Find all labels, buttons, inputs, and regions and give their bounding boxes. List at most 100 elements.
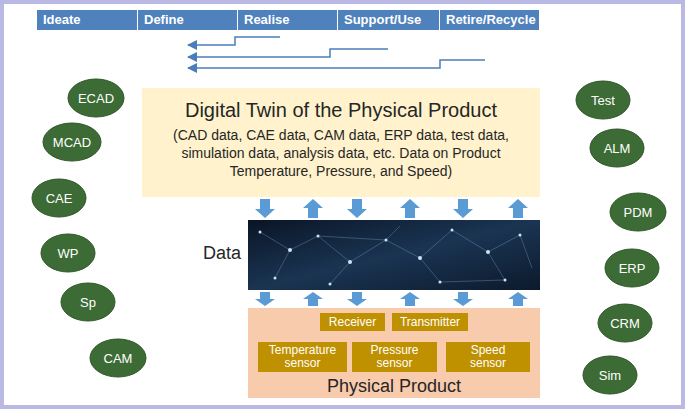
feedback-arrow bbox=[188, 60, 485, 68]
ellipse-shape bbox=[43, 123, 101, 161]
network-illustration bbox=[248, 220, 540, 290]
network-link bbox=[520, 235, 532, 268]
ellipse-shape bbox=[576, 81, 630, 119]
network-link bbox=[420, 230, 452, 258]
network-background bbox=[248, 220, 540, 290]
block-arrow bbox=[303, 199, 323, 218]
block-arrow bbox=[303, 292, 323, 306]
network-link bbox=[420, 258, 440, 282]
block-arrow bbox=[400, 199, 420, 218]
network-dot bbox=[329, 283, 332, 286]
network-dot bbox=[519, 234, 522, 237]
ellipse-shape bbox=[583, 356, 637, 394]
ellipse-shape bbox=[610, 193, 666, 231]
tool-ellipse: CRM bbox=[597, 303, 653, 343]
tool-ellipse: Test bbox=[575, 80, 631, 120]
network-link bbox=[386, 226, 400, 240]
component-box: Pressure sensor bbox=[352, 342, 437, 372]
node-label: CAM bbox=[104, 351, 133, 366]
node-label: Sp bbox=[80, 295, 96, 310]
block-arrow bbox=[508, 292, 528, 306]
network-link bbox=[440, 280, 505, 282]
tool-ellipse: Sp bbox=[60, 282, 116, 322]
node-label: Physical Product bbox=[248, 376, 540, 396]
physical-product-box: Physical Product Receiver TransmitterTempe… bbox=[248, 308, 540, 398]
network-dot bbox=[317, 235, 320, 238]
ellipse-shape bbox=[68, 79, 124, 117]
network-link bbox=[488, 252, 505, 280]
network-link bbox=[452, 230, 488, 252]
tool-ellipse: WP bbox=[40, 233, 96, 273]
node-body: (CAD data, CAE data, CAM data, ERP data,… bbox=[158, 126, 524, 180]
network-link bbox=[330, 262, 350, 284]
phase-box: Realise bbox=[238, 10, 338, 30]
network-link bbox=[318, 236, 386, 240]
block-arrow bbox=[400, 292, 420, 306]
node-label: Retire/Recycle bbox=[446, 12, 533, 28]
network-link bbox=[260, 232, 290, 250]
network-dot bbox=[274, 277, 277, 280]
block-arrow bbox=[255, 199, 275, 218]
ellipse-shape bbox=[41, 234, 95, 272]
network-dot bbox=[348, 260, 352, 264]
network-link bbox=[488, 235, 520, 252]
ellipse-shape bbox=[598, 304, 652, 342]
tool-ellipse: MCAD bbox=[42, 122, 102, 162]
phase-box: Ideate bbox=[37, 10, 138, 30]
block-arrow bbox=[255, 292, 275, 306]
network-dot bbox=[486, 250, 490, 254]
node-label: WP bbox=[58, 246, 79, 261]
feedback-arrow bbox=[188, 37, 280, 45]
phase-box: Retire/Recycle bbox=[440, 10, 540, 30]
component-box: Speed sensor bbox=[446, 342, 530, 372]
node-label: Define bbox=[144, 12, 231, 28]
network-dot bbox=[504, 279, 507, 282]
ellipse-shape bbox=[90, 339, 146, 377]
node-label: Data bbox=[203, 243, 241, 264]
node-label: Temperature sensor bbox=[266, 344, 339, 370]
network-link bbox=[275, 250, 290, 278]
network-link bbox=[290, 236, 318, 250]
node-label: Receiver bbox=[329, 316, 376, 329]
network-link bbox=[318, 236, 350, 262]
tool-ellipse: PDM bbox=[609, 192, 667, 232]
tool-ellipse: CAE bbox=[31, 178, 87, 218]
network-dot bbox=[259, 231, 262, 234]
node-label: ERP bbox=[619, 261, 646, 276]
node-label: Realise bbox=[244, 12, 331, 28]
ellipse-shape bbox=[590, 129, 644, 167]
data-band: Data bbox=[248, 220, 540, 290]
network-dot bbox=[439, 281, 442, 284]
node-label: Transmitter bbox=[400, 316, 460, 329]
node-label: ALM bbox=[604, 141, 631, 156]
node-label: MCAD bbox=[53, 135, 91, 150]
feedback-arrow bbox=[188, 49, 388, 57]
block-arrow bbox=[347, 292, 367, 306]
phase-box: Support/Use bbox=[338, 10, 440, 30]
node-label: Ideate bbox=[43, 12, 131, 28]
block-arrow bbox=[453, 292, 473, 306]
node-label: PDM bbox=[624, 205, 653, 220]
node-label: Digital Twin of the Physical Product bbox=[158, 98, 524, 122]
block-arrow bbox=[453, 199, 473, 218]
tool-ellipse: CAM bbox=[89, 338, 147, 378]
digital-twin-box: Digital Twin of the Physical Product (CAD… bbox=[142, 88, 540, 197]
node-label: Support/Use bbox=[344, 12, 433, 28]
network-link bbox=[386, 240, 420, 258]
node-label: Pressure sensor bbox=[360, 344, 429, 370]
tool-ellipse: Sim bbox=[582, 355, 638, 395]
ellipse-shape bbox=[61, 283, 115, 321]
tool-ellipse: ALM bbox=[589, 128, 645, 168]
node-label: Test bbox=[591, 93, 615, 108]
tool-ellipse: ERP bbox=[604, 248, 660, 288]
ellipse-shape bbox=[605, 249, 659, 287]
node-label: CRM bbox=[610, 316, 640, 331]
component-box: Receiver bbox=[320, 313, 385, 331]
block-arrow bbox=[508, 199, 528, 218]
tool-ellipse: ECAD bbox=[67, 78, 125, 118]
ellipse-shape bbox=[32, 179, 86, 217]
